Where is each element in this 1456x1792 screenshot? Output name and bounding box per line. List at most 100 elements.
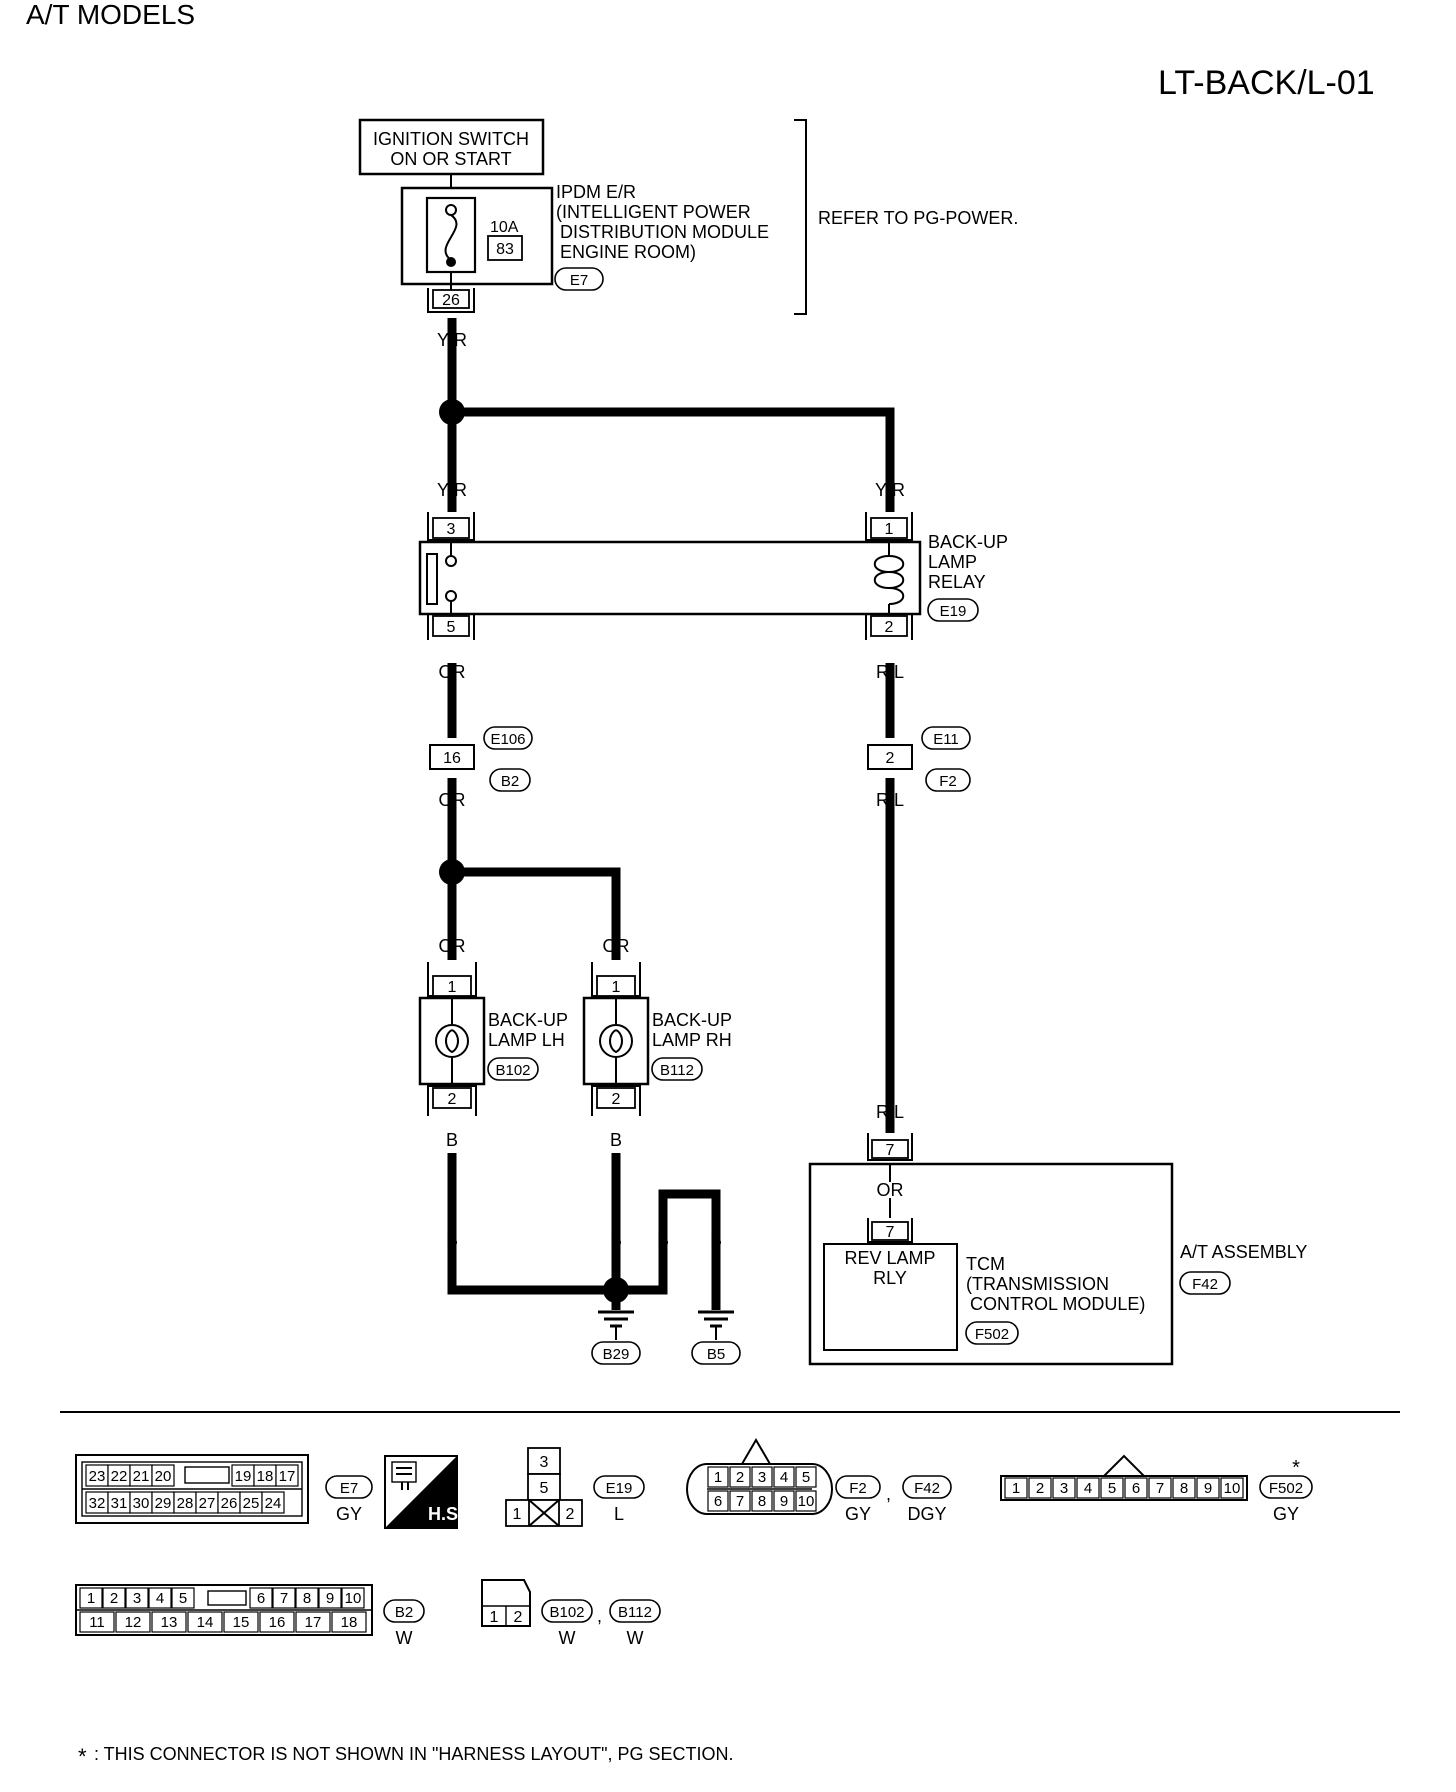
b2-row2-cell	[295, 1611, 331, 1633]
e7-row1-pin: 18	[257, 1468, 274, 1485]
joint-right-top-pill	[921, 726, 971, 750]
b102-pin-2: 2	[514, 1609, 523, 1626]
e19-pin-5: 5	[540, 1480, 549, 1497]
relay-label-3: RELAY	[928, 572, 986, 592]
legend-b102-connector: 1 2	[481, 1579, 531, 1627]
ignition-line2: ON OR START	[390, 149, 511, 169]
b2-row1-pin: 8	[303, 1590, 311, 1607]
legend-f2-sep: ,	[886, 1484, 891, 1504]
joint-left-bottom: B2	[501, 773, 519, 790]
legend-f502-label: F502	[1269, 1480, 1303, 1497]
ipdm-connector: E7	[570, 272, 588, 289]
e7-row2-pin: 27	[199, 1495, 216, 1512]
at-assembly-label: A/T ASSEMBLY	[1180, 1242, 1307, 1262]
wire-yr-2: Y/R	[437, 480, 467, 500]
f502-cell	[1220, 1477, 1244, 1499]
e19-pin-2: 2	[566, 1506, 575, 1523]
f502-cell	[1124, 1477, 1148, 1499]
e7-row1-pin: 19	[235, 1468, 252, 1485]
f2-row2-cell	[751, 1490, 773, 1512]
tcm-pin-bottom: 7	[886, 1224, 895, 1241]
legend-e19-pill	[593, 1475, 645, 1499]
f502-pin: 8	[1180, 1480, 1188, 1497]
b2-row2-pin: 13	[161, 1614, 178, 1631]
lamp-lh-label-1: BACK-UP	[488, 1010, 568, 1030]
f502-cell	[1028, 1477, 1052, 1499]
ipdm-label-3: DISTRIBUTION MODULE	[560, 222, 769, 242]
lamp-rh-label-1: BACK-UP	[652, 1010, 732, 1030]
tcm-connector: F502	[975, 1326, 1009, 1343]
fuse-number: 83	[496, 241, 514, 258]
ignition-switch: IGNITION SWITCH ON OR START	[358, 118, 545, 190]
ground-b5-label: B5	[707, 1346, 725, 1363]
b2-row2-pin: 15	[233, 1614, 250, 1631]
legend-b2-color: W	[396, 1628, 413, 1648]
e7-row1-cell	[275, 1464, 299, 1487]
f502-pin: 7	[1156, 1480, 1164, 1497]
b2-row2-cell	[151, 1611, 187, 1633]
f502-cell	[1148, 1477, 1172, 1499]
tcm-pin-top: 7	[886, 1142, 895, 1159]
f2-row2-cell	[707, 1490, 729, 1512]
e19-pin-3: 3	[540, 1454, 549, 1471]
ground-b29-label: B29	[603, 1346, 630, 1363]
b102-pin-1: 1	[490, 1609, 499, 1626]
splice-3	[603, 1277, 629, 1303]
legend-b102-label: B102	[549, 1604, 584, 1621]
ipdm-connector-pill	[554, 267, 604, 291]
fuse-rating: 10A	[490, 219, 519, 236]
refer-text: REFER TO PG-POWER.	[818, 208, 1018, 228]
b2-row2-cell	[115, 1611, 151, 1633]
f502-pin: 1	[1012, 1480, 1020, 1497]
legend-f2-color: GY	[845, 1504, 871, 1524]
relay-connector-pill	[927, 598, 979, 622]
legend-b2-pill	[383, 1599, 425, 1623]
wire-or-2: OR	[439, 790, 466, 810]
legend-e19-color: L	[614, 1504, 624, 1524]
lamp-lh-connector-pill	[487, 1057, 539, 1081]
b2-row1-pin: 2	[110, 1590, 118, 1607]
e7-row2-pin: 26	[221, 1495, 238, 1512]
b2-row2-pin: 16	[269, 1614, 286, 1631]
relay-pin-5: 5	[447, 619, 456, 636]
relay-connector: E19	[940, 603, 967, 620]
f502-cell	[1004, 1477, 1028, 1499]
joint-right-bottom-pill	[925, 768, 971, 792]
legend-f42-color: DGY	[907, 1504, 946, 1524]
f2-row2-pin: 10	[798, 1493, 815, 1510]
tcm-label-3: CONTROL MODULE)	[970, 1294, 1145, 1314]
e7-row2-pin: 31	[111, 1495, 128, 1512]
lamp-rh-connector-pill	[651, 1057, 703, 1081]
b2-row1-pin: 9	[326, 1590, 334, 1607]
f502-pin: 9	[1204, 1480, 1212, 1497]
joint-left-top-pill	[483, 726, 533, 750]
joint-right-pin: 2	[886, 750, 895, 767]
b2-row1-cell	[249, 1587, 273, 1609]
wire-b-6: B	[710, 1230, 722, 1250]
wire-b-4: B	[610, 1230, 622, 1250]
ipdm-label-4: ENGINE ROOM)	[560, 242, 696, 262]
joint-connector-left: 16	[429, 744, 475, 770]
at-assembly-connector-pill	[1179, 1271, 1231, 1295]
relay-pin-3: 3	[447, 521, 456, 538]
diagram-code: LT-BACK/L-01	[1158, 64, 1375, 102]
legend-b112-pill	[609, 1599, 661, 1623]
f2-row1-cell	[773, 1466, 795, 1488]
f502-pin: 5	[1108, 1480, 1116, 1497]
legend-f502-star: *	[1292, 1457, 1300, 1479]
legend-b112-color: W	[627, 1628, 644, 1648]
b2-row2-cell	[331, 1611, 367, 1633]
b2-row1-cell	[102, 1587, 126, 1609]
legend-f2-pill	[835, 1475, 881, 1499]
legend-e7-pill	[325, 1475, 373, 1499]
f2-row2-cell	[773, 1490, 795, 1512]
wire-harness	[447, 318, 895, 1310]
joint-left-top: E106	[490, 731, 525, 748]
relay-pin-2: 2	[885, 619, 894, 636]
f2-row1-cell	[707, 1466, 729, 1488]
b2-row2-cell	[259, 1611, 295, 1633]
hs-symbol-icon: H.S.	[384, 1455, 463, 1529]
lamp-rh-pin-1: 1	[612, 979, 621, 996]
